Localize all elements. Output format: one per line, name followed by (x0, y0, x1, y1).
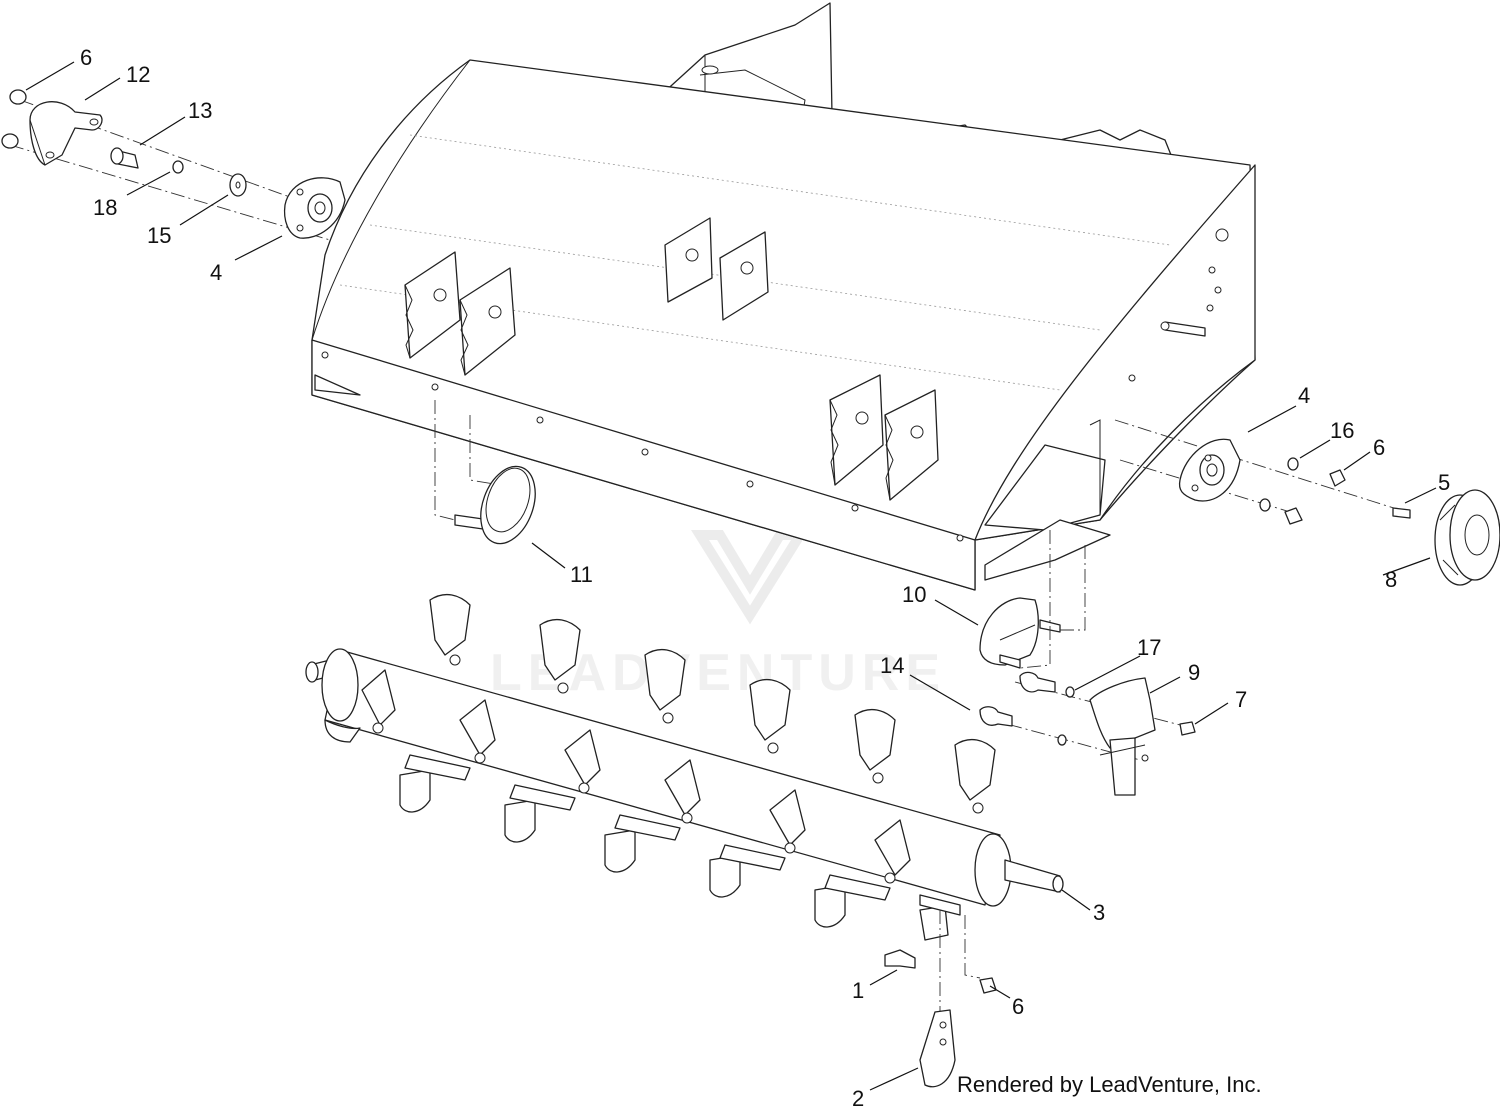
right-bearing-assembly (1114, 419, 1500, 586)
rotor-tines (324, 593, 996, 941)
callout-1: 1 (852, 978, 864, 1003)
callout-12: 12 (126, 62, 150, 87)
callout-10: 10 (902, 582, 926, 607)
tiller-hood (311, 59, 1256, 591)
callout-4: 4 (210, 260, 222, 285)
callout-14: 14 (880, 653, 904, 678)
callout-9: 9 (1188, 660, 1200, 685)
render-credit: Rendered by LeadVenture, Inc. (957, 1072, 1262, 1097)
callout-8: 8 (1385, 567, 1397, 592)
callout-17: 17 (1137, 635, 1161, 660)
tine-rotor (305, 593, 1064, 941)
callout-labels: 6 12 13 18 15 4 4 16 6 5 8 11 10 14 17 9… (80, 45, 1450, 1110)
side-bracket (979, 671, 1196, 796)
depth-wheels (434, 400, 1086, 669)
callout-13: 13 (188, 98, 212, 123)
callout-6: 6 (80, 45, 92, 70)
callout-6-right: 6 (1373, 435, 1385, 460)
callout-18: 18 (93, 195, 117, 220)
single-tine-assembly (884, 910, 997, 1088)
leader-lines (25, 61, 1437, 1091)
callout-2: 2 (852, 1086, 864, 1110)
callout-3: 3 (1093, 900, 1105, 925)
callout-6-bottom: 6 (1012, 994, 1024, 1019)
callout-16: 16 (1330, 418, 1354, 443)
callout-15: 15 (147, 223, 171, 248)
callout-5: 5 (1438, 470, 1450, 495)
callout-7: 7 (1235, 687, 1247, 712)
left-bearing-assembly (1, 89, 346, 241)
callout-11: 11 (570, 562, 593, 587)
hood-blades (404, 217, 939, 501)
callout-4-right: 4 (1298, 383, 1310, 408)
